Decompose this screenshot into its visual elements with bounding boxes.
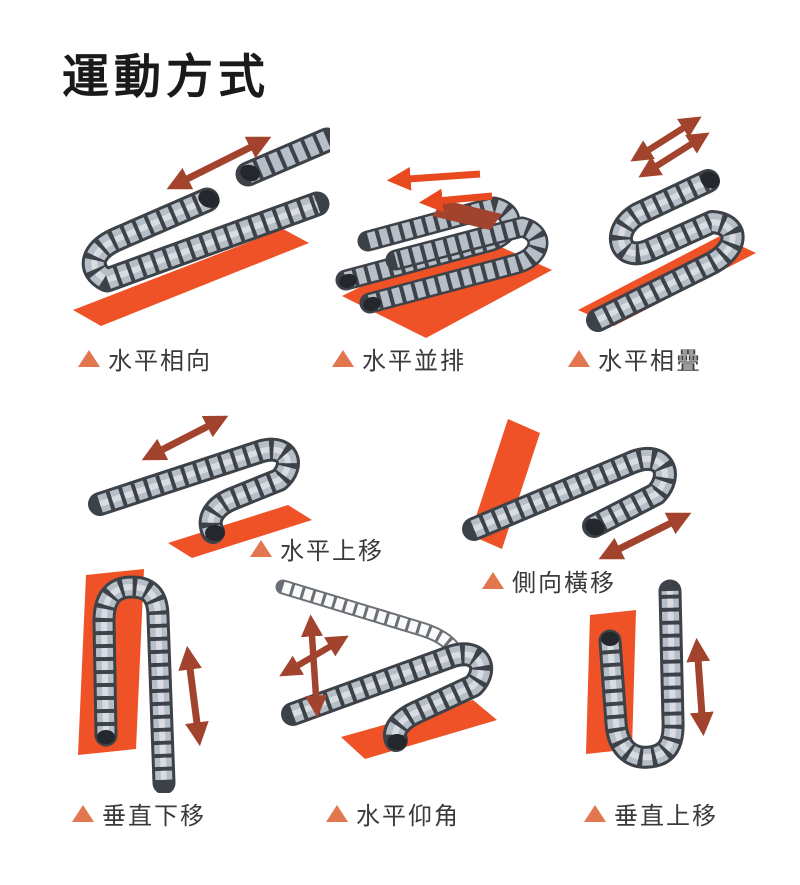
triangle-bullet-icon: [250, 540, 272, 557]
figure-label-vertical-down: 垂直下移: [72, 796, 206, 831]
triangle-bullet-icon: [72, 805, 94, 822]
figure-label-text: 水平仰角: [356, 802, 460, 830]
figure-label-text: 水平上移: [280, 537, 384, 565]
illustration-vertical-up: [586, 579, 714, 769]
chain: [81, 187, 330, 293]
triangle-bullet-icon: [78, 350, 100, 367]
figure-label-side-traverse: 側向橫移: [482, 563, 616, 598]
illustration-horizontal-parallel: [335, 166, 552, 338]
figure-label-horizontal-incline: 水平仰角: [326, 796, 460, 831]
figure-label-vertical-up: 垂直上移: [584, 796, 718, 831]
base-plate: [341, 700, 497, 759]
figure-label-text: 垂直下移: [102, 802, 206, 830]
triangle-bullet-icon: [326, 805, 348, 822]
illustration-horizontal-raised: [88, 415, 312, 558]
illustration-side-traverse: [462, 419, 692, 560]
figure-label-text: 垂直上移: [614, 802, 718, 830]
page-title: 運動方式: [62, 50, 270, 105]
figure-label-text: 水平相疊: [598, 347, 702, 375]
triangle-bullet-icon: [568, 350, 590, 367]
figure-label-text: 水平並排: [362, 347, 466, 375]
chain: [281, 642, 494, 752]
illustration-vertical-down: [78, 569, 209, 793]
chain: [88, 437, 300, 544]
chain: [92, 575, 176, 793]
figure-label-horizontal-parallel: 水平並排: [332, 341, 466, 376]
motion-cross-arrows: [279, 614, 349, 718]
chain: [598, 579, 685, 769]
figure-label-text: 側向橫移: [512, 569, 616, 597]
motion-arrow: [141, 415, 229, 461]
triangle-bullet-icon: [584, 805, 606, 822]
motion-arrow: [166, 136, 272, 190]
figure-label-horizontal-opposed: 水平相向: [78, 341, 212, 376]
motion-arrow: [598, 512, 692, 560]
figure-label-text: 水平相向: [108, 347, 212, 375]
motion-arrows: [386, 166, 502, 230]
triangle-bullet-icon: [482, 572, 504, 589]
illustration-horizontal-stacked: [578, 116, 756, 332]
motion-arrow: [686, 637, 714, 737]
chain-front: [359, 216, 549, 314]
motion-arrows: [630, 116, 710, 178]
illustration-horizontal-incline: [275, 579, 497, 759]
figure-label-horizontal-stacked: 水平相疊: [568, 341, 702, 376]
motion-arrow: [178, 645, 209, 747]
base-plate: [168, 505, 312, 558]
base-plate: [73, 229, 309, 326]
illustration-horizontal-opposed: [73, 127, 330, 326]
figure-label-horizontal-raised: 水平上移: [250, 531, 384, 566]
triangle-bullet-icon: [332, 350, 354, 367]
chain-outline-raised: [275, 579, 463, 659]
